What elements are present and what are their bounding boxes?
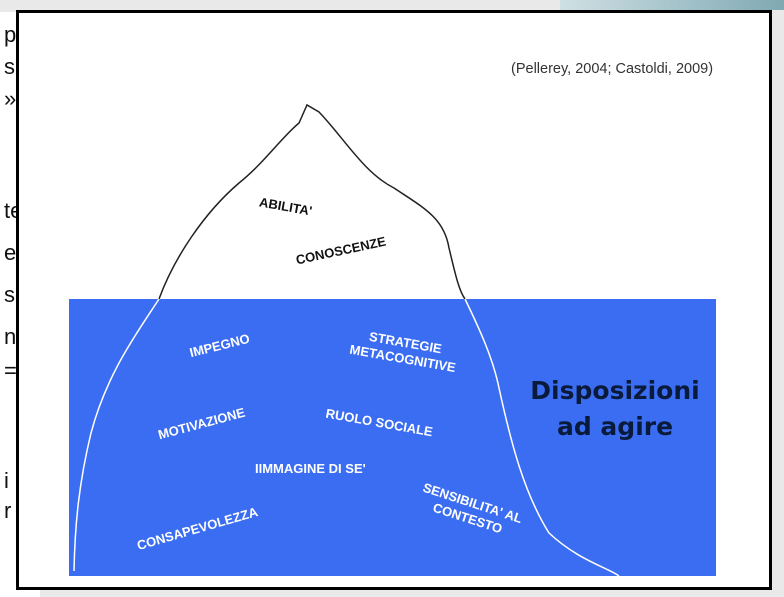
iceberg-tip-outline: [158, 103, 466, 300]
background-text-fragment: r: [4, 498, 12, 523]
background-text-fragment: »: [4, 86, 17, 111]
disposizioni-line2: ad agire: [556, 412, 674, 441]
iceberg-left-outline: [73, 298, 160, 572]
disposizioni-line1: Disposizioni: [530, 376, 700, 405]
iceberg-right-outline: [464, 298, 620, 577]
header-accent-bar: [560, 0, 784, 10]
iceberg-graphic: [69, 103, 716, 577]
iceberg-diagram: (Pellerey, 2004; Castoldi, 2009) ABILITA…: [16, 10, 772, 590]
background-text-fragment: p: [4, 22, 17, 47]
citation-text: (Pellerey, 2004; Castoldi, 2009): [511, 61, 714, 77]
disposizioni-ad-agire-label: Disposizioni ad agire: [515, 373, 715, 445]
label-immagine-di-se: IIMMAGINE DI SE': [255, 461, 366, 476]
background-text-fragment: =: [4, 358, 17, 383]
background-text-fragment: i: [4, 468, 9, 493]
water-area: [69, 299, 716, 576]
